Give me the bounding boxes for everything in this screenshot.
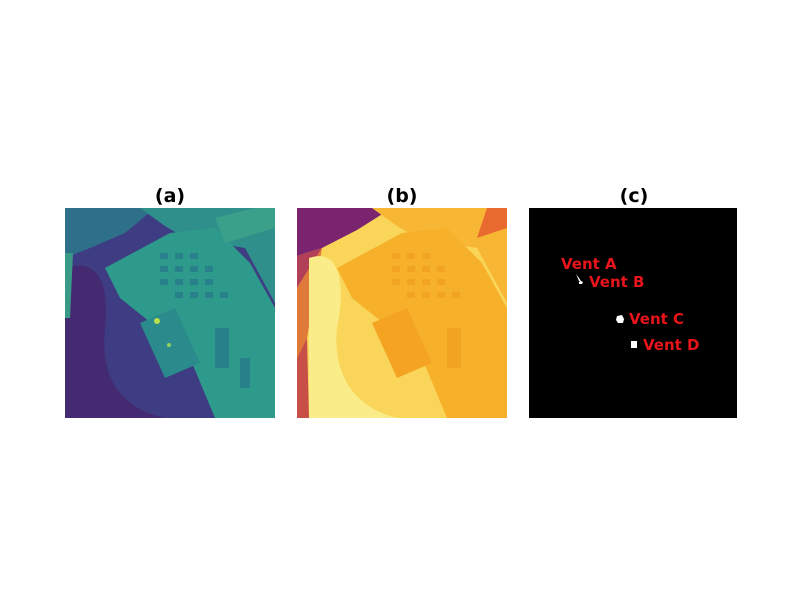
vent-c-marker <box>616 315 624 323</box>
panel-b-title: (b) <box>386 185 418 207</box>
panel-b-image <box>297 208 507 418</box>
vent-c-label: Vent C <box>629 310 685 328</box>
panel-a-image <box>65 208 275 418</box>
panel-c-title: (c) <box>619 185 649 207</box>
vent-b-label: Vent B <box>589 273 645 291</box>
panel-a-title: (a) <box>154 185 186 207</box>
vent-d-label: Vent D <box>643 336 700 354</box>
panel-c-mask <box>529 208 737 418</box>
vent-a-label: Vent A <box>561 255 617 273</box>
vent-d-marker <box>631 341 637 348</box>
vent-a-marker <box>576 274 583 284</box>
vent-mask-image <box>529 208 737 418</box>
vent-b-marker <box>579 282 582 284</box>
thermal-image-a <box>65 208 275 418</box>
thermal-image-b <box>297 208 507 418</box>
